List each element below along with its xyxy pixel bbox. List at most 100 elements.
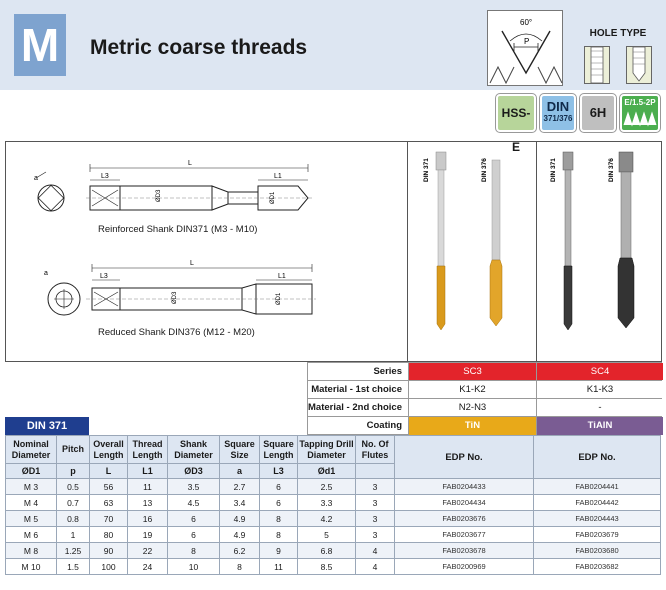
table-cell: 4.5 xyxy=(167,494,220,511)
table-cell: 1.25 xyxy=(56,542,90,559)
col-edp-sc4: EDP No. xyxy=(533,435,661,479)
col-nominal-diameter: Nominal Diameter xyxy=(5,435,57,464)
table-cell: M 3 xyxy=(5,478,57,495)
table-cell: 80 xyxy=(89,526,128,543)
tap-drawing-svg: a L L3 L1 ØD3 ØD1 xyxy=(34,160,316,316)
header-band: M Metric coarse threads 60° P HOLE TYPE xyxy=(0,0,666,90)
table-cell: FAB0204443 xyxy=(533,510,661,527)
coating-tialn: TiAlN xyxy=(537,417,663,435)
table-cell: FAB0203679 xyxy=(533,526,661,543)
table-cell: 5 xyxy=(297,526,356,543)
coating-row: Coating TiN TiAlN xyxy=(307,416,663,435)
table-cell: 4 xyxy=(355,542,395,559)
coating-tin: TiN xyxy=(409,417,536,435)
table-cell: M 4 xyxy=(5,494,57,511)
table-cell: 3 xyxy=(355,494,395,511)
table-cell: FAB0204433 xyxy=(394,478,534,495)
table-cell: FAB0203682 xyxy=(533,558,661,575)
table-cell: 4.9 xyxy=(219,510,260,527)
thread-pitch: P xyxy=(524,37,529,46)
table-cell: 8.5 xyxy=(297,558,356,575)
table-cell: 0.8 xyxy=(56,510,90,527)
table-cell: FAB0203680 xyxy=(533,542,661,559)
photo-label-din376-tin: DIN 376 xyxy=(481,158,488,182)
table-cell: 6.8 xyxy=(297,542,356,559)
thread-profile-icon: 60° P xyxy=(487,10,563,86)
sym-D1: ØD1 xyxy=(5,463,57,479)
table-cell: 3 xyxy=(355,510,395,527)
table-cell: 3.3 xyxy=(297,494,356,511)
din371-drawing: a L L3 L1 ØD3 ØD1 xyxy=(34,160,312,212)
table-cell: FAB0204441 xyxy=(533,478,661,495)
dim-a-label-1: a xyxy=(34,175,38,182)
table-cell: 90 xyxy=(89,542,128,559)
table-cell: 4.9 xyxy=(219,526,260,543)
sym-d1: Ød1 xyxy=(297,463,356,479)
sym-p: p xyxy=(56,463,90,479)
table-cell: 13 xyxy=(127,494,168,511)
table-cell: M 6 xyxy=(5,526,57,543)
dim-D1-label-1: ØD1 xyxy=(270,191,276,204)
hole-type-label: HOLE TYPE xyxy=(589,28,647,39)
table-cell: M 5 xyxy=(5,510,57,527)
photo-label-din371-tin: DIN 371 xyxy=(423,158,430,182)
col-overall-length: Overall Length xyxy=(89,435,128,464)
table-cell: 6 xyxy=(259,478,298,495)
table-cell: 2.5 xyxy=(297,478,356,495)
table-cell: 70 xyxy=(89,510,128,527)
thread-table: Nominal Diameter Pitch Overall Length Th… xyxy=(5,435,661,575)
photo-label-din376-tialn: DIN 376 xyxy=(608,158,615,182)
table-cell: 11 xyxy=(127,478,168,495)
table-cell: 3 xyxy=(355,526,395,543)
table-cell: 19 xyxy=(127,526,168,543)
table-cell: 24 xyxy=(127,558,168,575)
caption-din371: Reinforced Shank DIN371 (M3 - M10) xyxy=(98,224,258,235)
series-label: Series xyxy=(373,366,402,377)
dim-L3-label-2: L3 xyxy=(100,273,108,280)
table-cell: 63 xyxy=(89,494,128,511)
series-sc3: SC3 xyxy=(409,363,536,380)
dim-L1-label-2: L1 xyxy=(278,273,286,280)
material-1-row: Material - 1st choice K1-K2 K1-K3 xyxy=(307,380,662,399)
table-cell: 3.5 xyxy=(167,478,220,495)
table-cell: 6 xyxy=(167,526,220,543)
coating-label: Coating xyxy=(366,420,402,431)
col-shank-diameter: Shank Diameter xyxy=(167,435,220,464)
drawing-area: a L L3 L1 ØD3 ØD1 xyxy=(5,141,662,363)
table-cell: 6.2 xyxy=(219,542,260,559)
table-cell: 4 xyxy=(355,558,395,575)
din-badge: DIN 371/376 xyxy=(540,94,576,132)
dim-a-label-2: a xyxy=(44,270,48,277)
table-cell: 10 xyxy=(167,558,220,575)
thread-angle: 60° xyxy=(520,18,532,27)
table-cell: 0.7 xyxy=(56,494,90,511)
table-cell: 8 xyxy=(259,526,298,543)
table-cell: FAB0204442 xyxy=(533,494,661,511)
col-edp-sc3: EDP No. xyxy=(394,435,534,479)
dim-L-label-2: L xyxy=(190,260,194,267)
table-cell: 1.5 xyxy=(56,558,90,575)
table-cell: 8 xyxy=(167,542,220,559)
dim-D3-label-1: ØD3 xyxy=(156,189,162,202)
tin-tap-photo: DIN 371 DIN 376 xyxy=(423,151,503,331)
din376-drawing: a L L3 L1 ØD3 ØD1 xyxy=(44,260,316,316)
col-thread-length: Thread Length xyxy=(127,435,168,464)
section-letter: M xyxy=(14,14,66,76)
col-square-size: Square Size xyxy=(219,435,260,464)
material-2-sc3: N2-N3 xyxy=(458,402,487,413)
table-cell: 6 xyxy=(259,494,298,511)
material-1-sc4: K1-K3 xyxy=(586,384,614,395)
dim-D3-label-2: ØD3 xyxy=(172,291,178,304)
photo-label-din371-tialn: DIN 371 xyxy=(550,158,557,182)
material-2-sc4: - xyxy=(598,402,602,413)
table-cell: 8 xyxy=(219,558,260,575)
table-cell: 1 xyxy=(56,526,90,543)
chamfer-icon xyxy=(623,111,657,127)
blind-hole-icon xyxy=(626,46,652,84)
